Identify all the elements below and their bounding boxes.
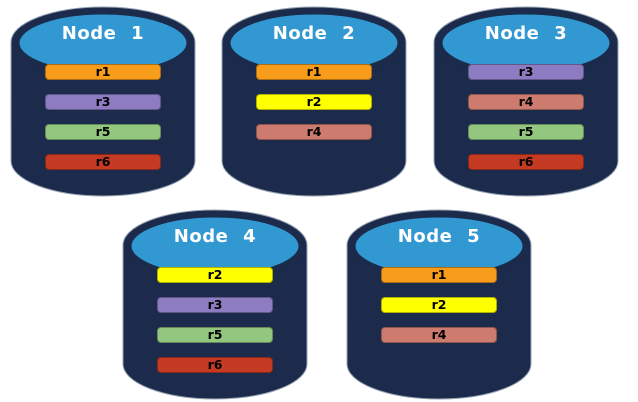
replica-list: r1 r2 r4: [381, 267, 497, 343]
node-title: Node 3: [484, 23, 568, 44]
node-title: Node 1: [61, 23, 145, 44]
database-node-5: Node 5 r1 r2 r4: [346, 209, 532, 400]
database-node-4: Node 4 r2 r3 r5 r6: [122, 209, 308, 400]
replica-bar-r1: r1: [45, 64, 161, 80]
replica-list: r2 r3 r5 r6: [157, 267, 273, 373]
node-title: Node 5: [397, 226, 481, 247]
database-node-3: Node 3 r3 r4 r5 r6: [433, 6, 619, 197]
replica-bar-r1: r1: [256, 64, 372, 80]
replica-bar-r4: r4: [468, 94, 584, 110]
node-title: Node 2: [272, 23, 356, 44]
replica-bar-r3: r3: [157, 297, 273, 313]
replica-bar-r2: r2: [381, 297, 497, 313]
replica-bar-r4: r4: [256, 124, 372, 140]
replica-bar-r2: r2: [256, 94, 372, 110]
replica-bar-r5: r5: [468, 124, 584, 140]
database-node-2: Node 2 r1 r2 r4: [221, 6, 407, 197]
replica-list: r1 r3 r5 r6: [45, 64, 161, 170]
replica-bar-r3: r3: [45, 94, 161, 110]
replica-bar-r3: r3: [468, 64, 584, 80]
replica-bar-r1: r1: [381, 267, 497, 283]
replica-bar-r6: r6: [468, 154, 584, 170]
replica-bar-r4: r4: [381, 327, 497, 343]
replica-list: r1 r2 r4: [256, 64, 372, 140]
replica-list: r3 r4 r5 r6: [468, 64, 584, 170]
replica-bar-r6: r6: [157, 357, 273, 373]
replica-bar-r2: r2: [157, 267, 273, 283]
replica-bar-r5: r5: [157, 327, 273, 343]
replica-bar-r6: r6: [45, 154, 161, 170]
database-node-1: Node 1 r1 r3 r5 r6: [10, 6, 196, 197]
replica-bar-r5: r5: [45, 124, 161, 140]
node-title: Node 4: [173, 226, 257, 247]
